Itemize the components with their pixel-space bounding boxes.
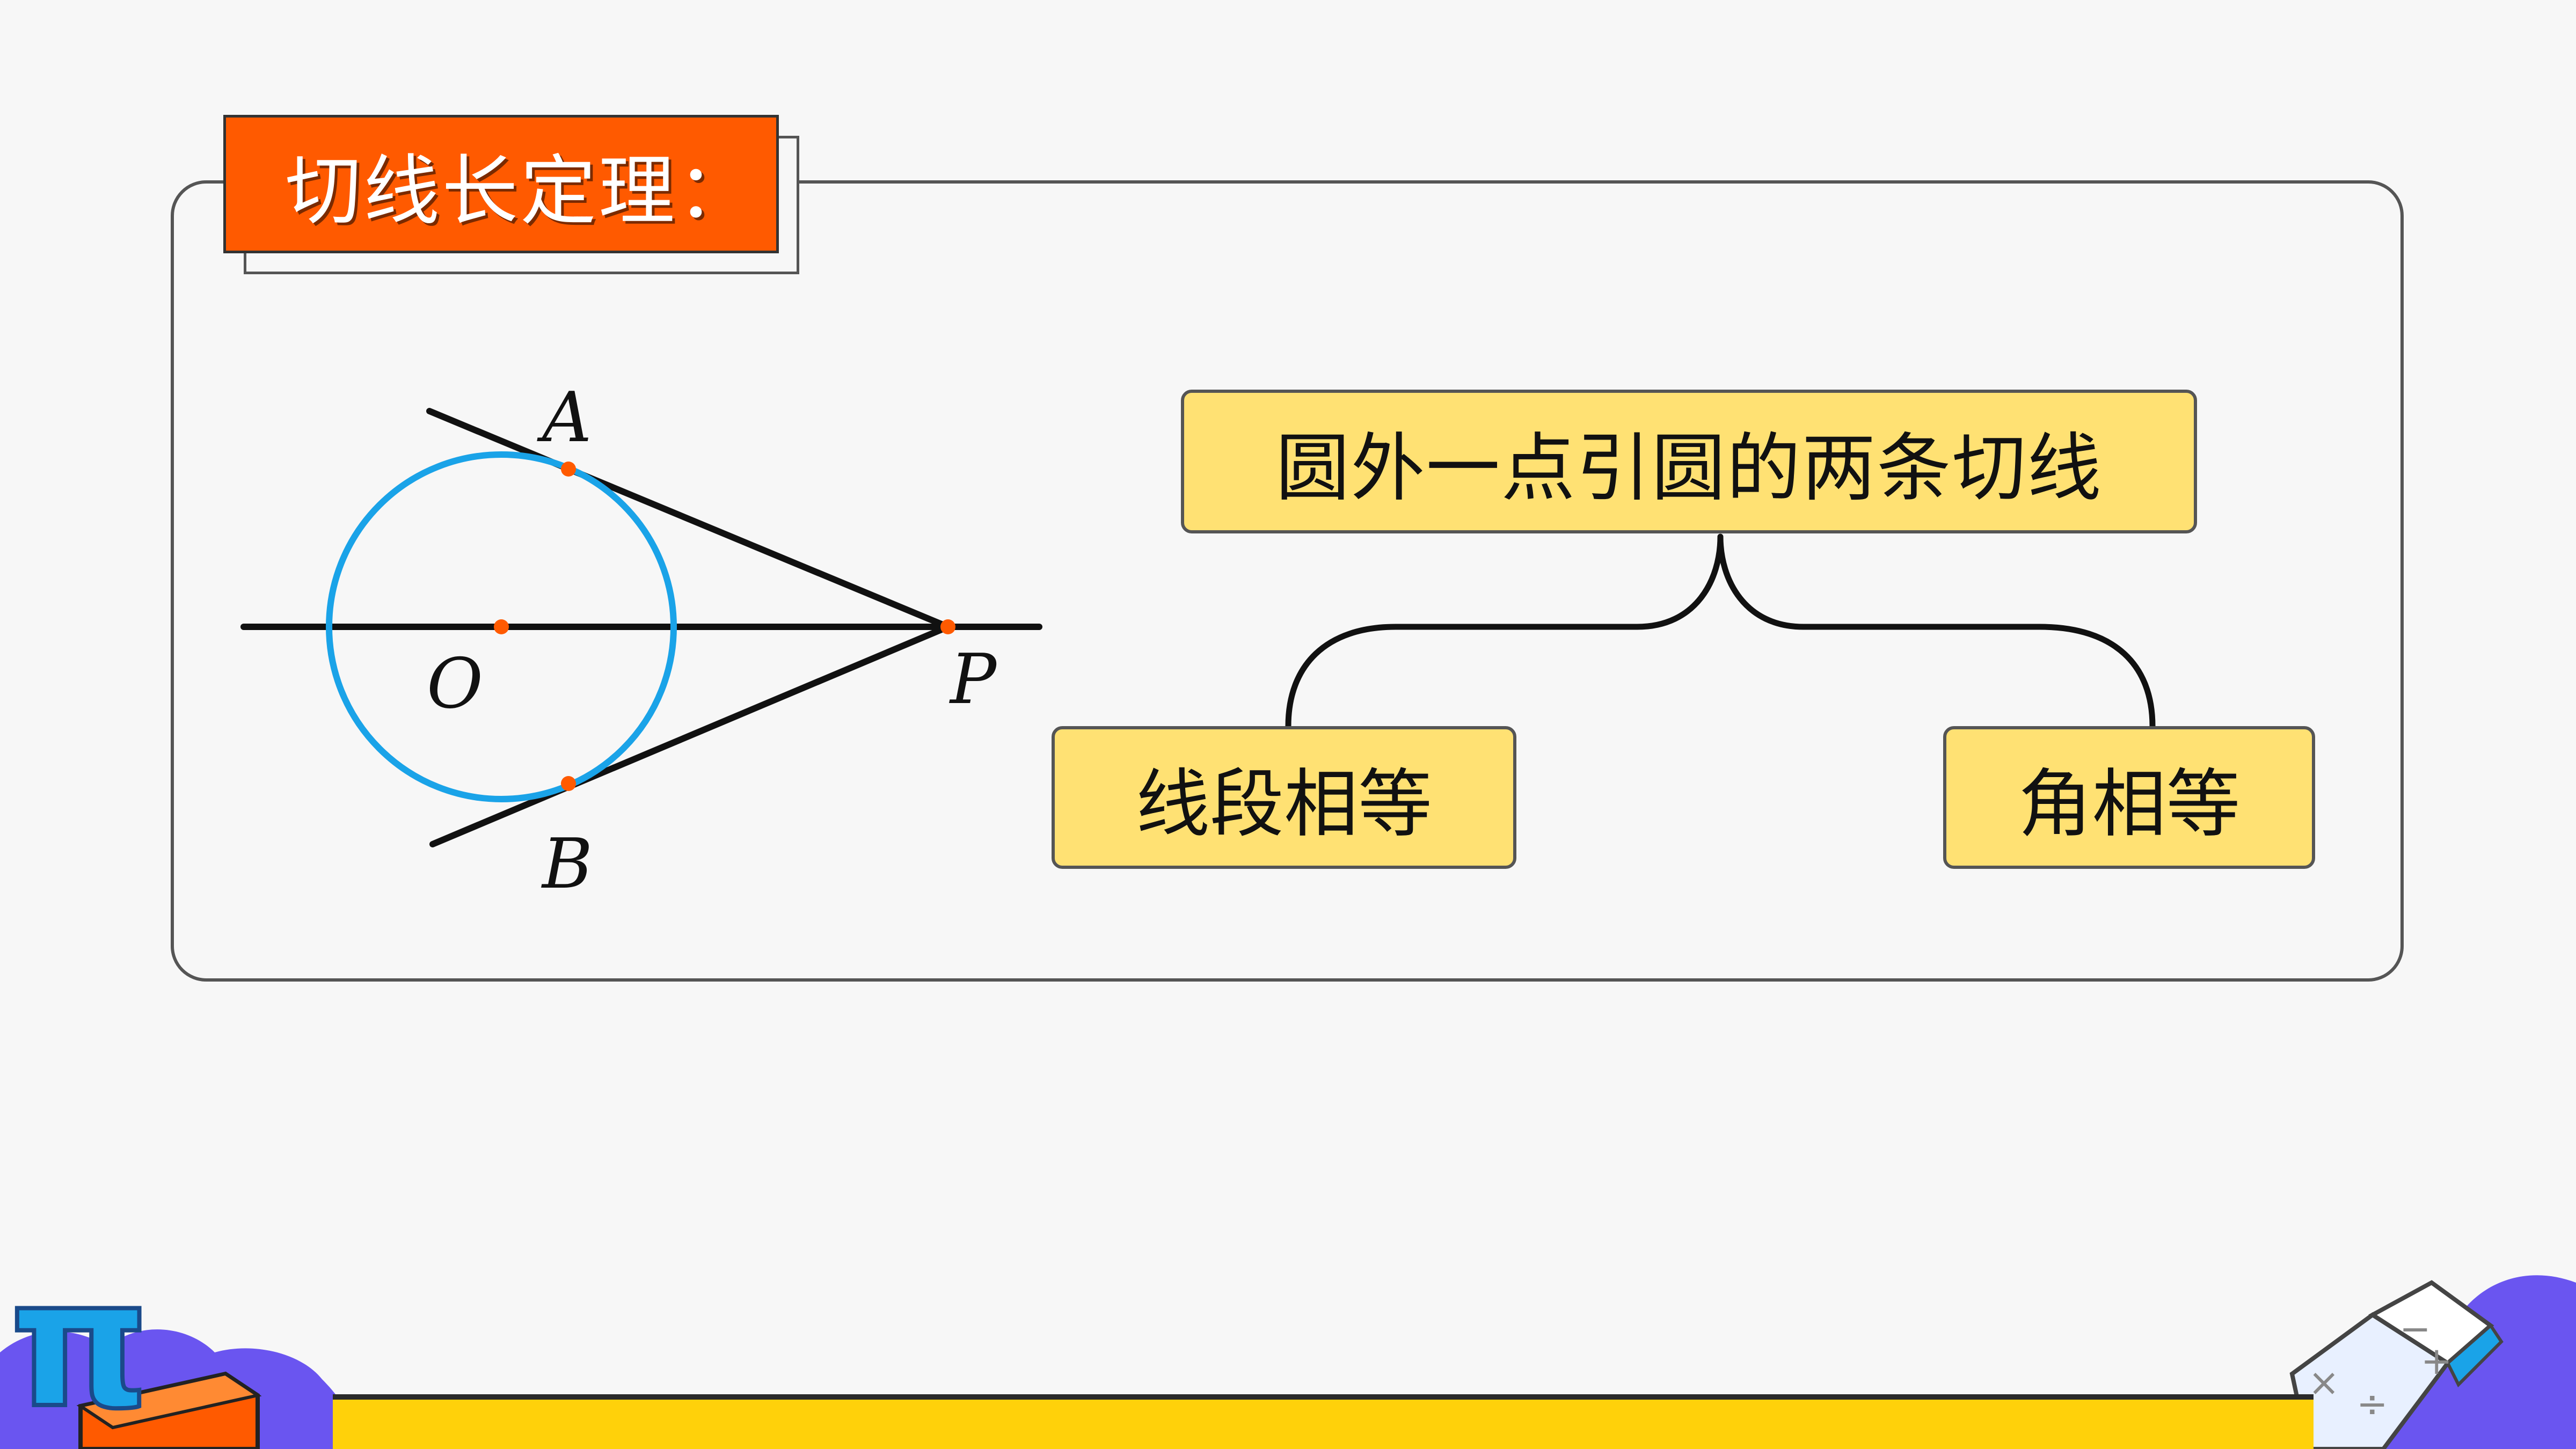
point-o (494, 619, 509, 634)
point-p (940, 619, 955, 634)
svg-text:−: − (2399, 1307, 2431, 1351)
brace-connector (1285, 533, 2156, 729)
circle-o (326, 451, 677, 802)
concept-box-equal-angles: 角相等 (1943, 726, 2315, 869)
svg-text:÷: ÷ (2356, 1382, 2388, 1426)
title-banner: 切线长定理： (223, 115, 779, 253)
bottom-band-border (333, 1394, 2314, 1400)
label-a: A (537, 378, 592, 458)
pi-icon: π (10, 1241, 150, 1447)
label-p: P (949, 640, 997, 720)
point-b (561, 776, 576, 791)
svg-text:+: + (2421, 1339, 2453, 1383)
tangent-line-pb (429, 624, 951, 847)
page-title: 切线长定理： (285, 147, 755, 236)
tangent-line-pa (426, 408, 951, 630)
concept-box-equal-segments: 线段相等 (1052, 726, 1516, 869)
label-b: B (541, 824, 593, 904)
bottom-yellow-band (333, 1394, 2314, 1449)
label-o: O (427, 644, 483, 724)
concept-box-tangents: 圆外一点引圆的两条切线 (1181, 390, 2197, 533)
point-a (561, 462, 576, 477)
book-math-icon: × ÷ − + (2289, 1280, 2504, 1449)
bottom-left-decoration (0, 1329, 360, 1449)
